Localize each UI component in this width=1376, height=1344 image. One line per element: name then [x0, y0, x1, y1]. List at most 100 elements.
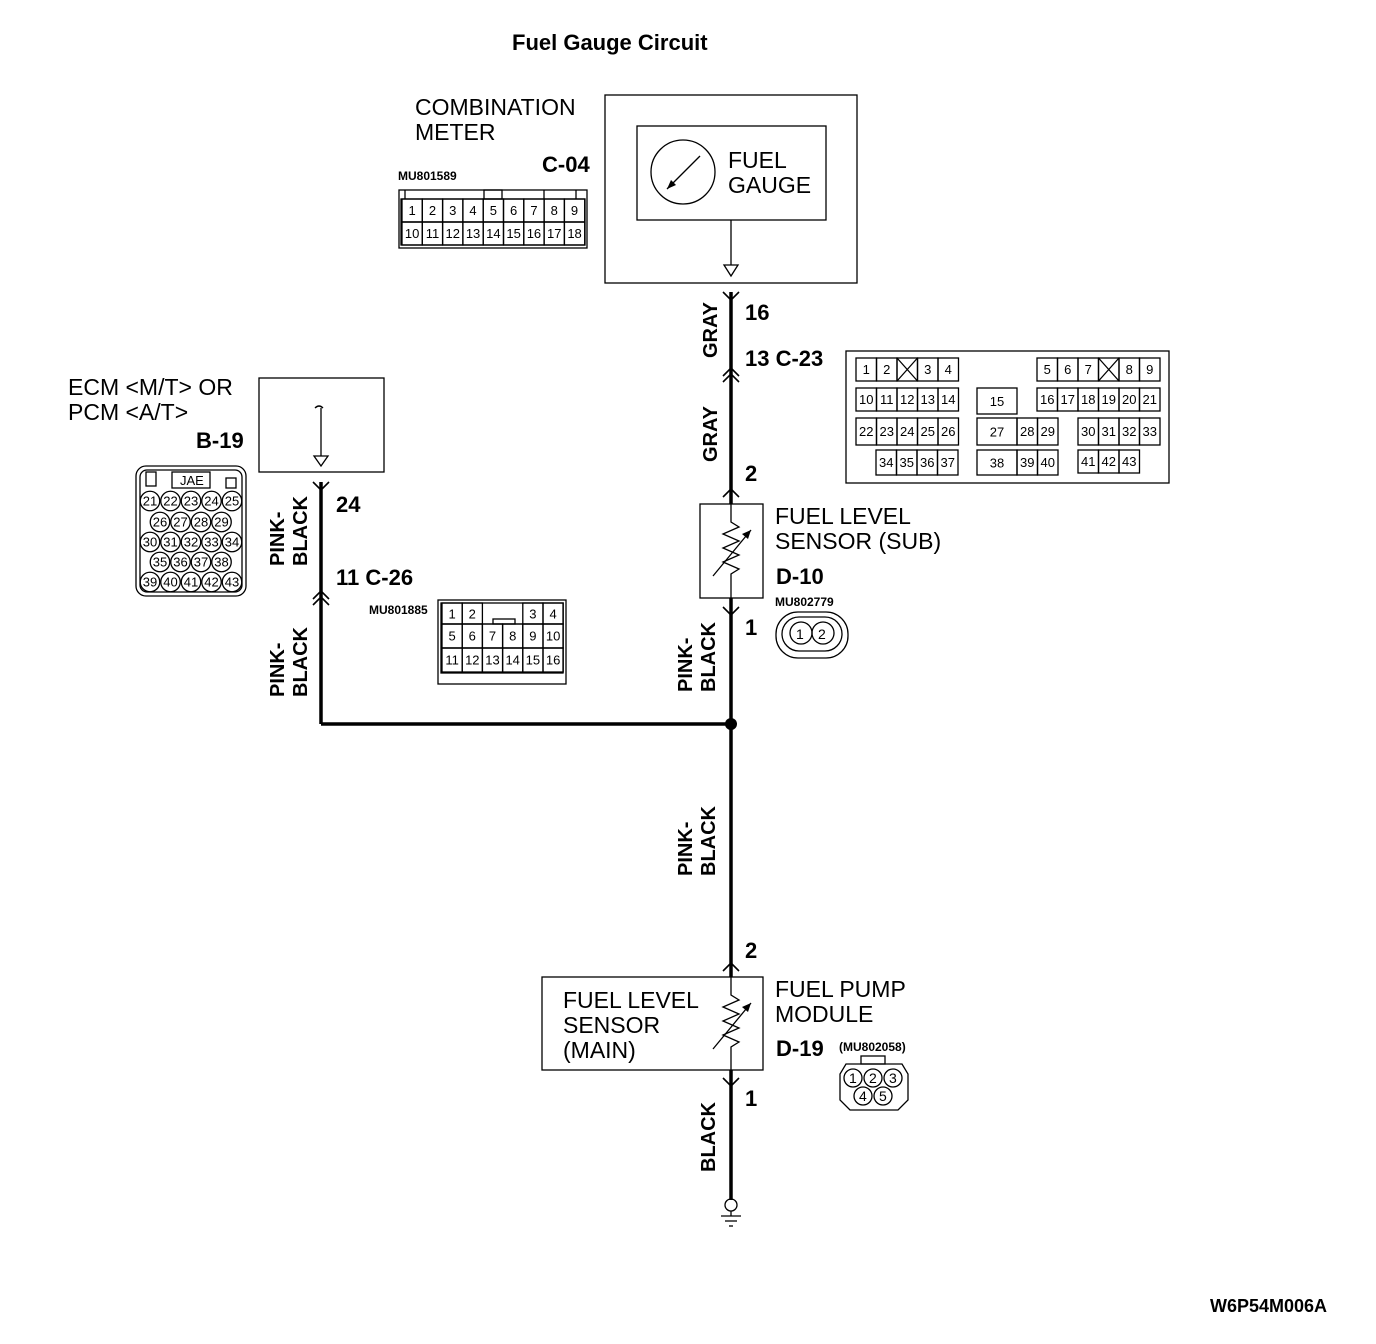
- b19-pin: 35: [153, 555, 167, 570]
- c23-cell: [937, 357, 960, 382]
- ecm-label: ECM <M/T> OR: [68, 374, 233, 400]
- c23-pin: 34: [879, 455, 893, 470]
- fuel-gauge-label: FUEL: [728, 147, 787, 173]
- ecm-box: [258, 377, 385, 473]
- c23-cell: [1036, 449, 1059, 476]
- b19-cell: [139, 571, 161, 593]
- b19-cell: [211, 551, 232, 573]
- connector-c23-label: 13 C-23: [745, 346, 823, 371]
- c23-pin: 42: [1102, 454, 1116, 469]
- b19-cell: [149, 551, 171, 573]
- connector-c04-id: C-04: [542, 152, 590, 177]
- c23-pin: 25: [921, 424, 935, 439]
- c23-pin: 2: [883, 362, 890, 377]
- b19-cell: [221, 490, 243, 512]
- c23-pin: 41: [1081, 454, 1095, 469]
- b19-pin: 40: [163, 575, 177, 590]
- c26-pin: 7: [489, 629, 496, 644]
- c23-pin: 16: [1040, 392, 1054, 407]
- wire-color-pink: PINK-: [675, 822, 697, 876]
- c26-pin: 9: [529, 629, 536, 644]
- combination-meter-label: COMBINATION: [415, 94, 576, 120]
- wire-pink-black-ecm: [319, 482, 737, 730]
- b19-cell: [190, 511, 212, 533]
- combination-meter-box: FUEL GAUGE: [604, 94, 858, 284]
- c04-pin: 3: [449, 203, 456, 218]
- wire-color-black-bottom: BLACK: [698, 1101, 720, 1172]
- fuel-level-sensor-sub: [699, 503, 764, 599]
- wire-color-pink-black-3: PINK- BLACK: [675, 621, 720, 692]
- sensor-main-label-3: (MAIN): [563, 1037, 636, 1063]
- jae-maker-label: JAE: [180, 473, 204, 488]
- b19-pin: 30: [143, 535, 157, 550]
- wire-color-pink-black-1: PINK- BLACK: [267, 495, 312, 566]
- wire-color-pink: PINK-: [267, 643, 289, 697]
- d19-pin-1: 1: [849, 1070, 857, 1086]
- part-number-mu802779: MU802779: [775, 595, 834, 609]
- c04-pin: 15: [506, 226, 520, 241]
- c04-pin: 14: [486, 226, 500, 241]
- b19-cell: [170, 551, 191, 573]
- combination-meter-label-2: METER: [415, 119, 496, 145]
- wire-color-pink-black-2: PINK- BLACK: [267, 626, 312, 697]
- pin-sub-top-label: 2: [745, 461, 757, 486]
- c04-pin: 10: [405, 226, 419, 241]
- ground-symbol-icon: [721, 1198, 741, 1227]
- c26-pin: 16: [546, 653, 560, 668]
- c23-pin: 6: [1064, 362, 1071, 377]
- b19-pin: 25: [225, 494, 239, 509]
- b19-cell: [139, 531, 161, 553]
- c04-pin: 8: [551, 203, 558, 218]
- wire-color-pink-black-4: PINK- BLACK: [675, 805, 720, 876]
- c23-pin: 1: [863, 362, 870, 377]
- c23-pin: 29: [1041, 424, 1055, 439]
- c04-pin: 12: [446, 226, 460, 241]
- c26-pin: 4: [549, 607, 556, 622]
- c23-cell: [1138, 387, 1161, 412]
- c23-pin: 33: [1143, 424, 1157, 439]
- b19-pin: 34: [225, 535, 239, 550]
- c23-cell: [1138, 417, 1161, 446]
- c23-pin: 36: [920, 455, 934, 470]
- c23-pin: 30: [1081, 424, 1095, 439]
- splice-point: [725, 718, 737, 730]
- c26-cell: [542, 647, 564, 673]
- c23-blank-cell: [1098, 357, 1120, 382]
- b19-pin: 29: [214, 515, 228, 530]
- b19-pin: 23: [184, 494, 198, 509]
- c26-pin: 14: [505, 653, 519, 668]
- pin-24-label: 24: [336, 492, 361, 517]
- diagram-title: Fuel Gauge Circuit: [512, 30, 708, 55]
- connector-d19-face: 1 2 3 4 5: [839, 1055, 909, 1111]
- b19-pin: 42: [204, 575, 218, 590]
- c23-pin: 11: [880, 392, 894, 407]
- pin-main-top-label: 2: [745, 938, 757, 963]
- wire-color-pink: PINK-: [267, 512, 289, 566]
- c23-pin: 35: [900, 455, 914, 470]
- c04-pin: 13: [466, 226, 480, 241]
- c23-pin: 19: [1102, 392, 1116, 407]
- c26-pin: 15: [526, 653, 540, 668]
- c23-pin: 27: [990, 425, 1004, 440]
- c23-cell: [936, 449, 959, 476]
- c26-pin: 3: [529, 607, 536, 622]
- c04-pin: 11: [426, 226, 440, 241]
- part-number-mu802058: (MU802058): [839, 1040, 906, 1054]
- c04-pin: 5: [490, 203, 497, 218]
- wire-color-gray-1: GRAY: [700, 301, 722, 358]
- c23-pin: 28: [1020, 424, 1034, 439]
- b19-cell: [160, 531, 181, 553]
- c04-pin: 16: [527, 226, 541, 241]
- c23-pin: 22: [859, 424, 873, 439]
- c04-pin: 1: [409, 203, 416, 218]
- c23-pin: 12: [900, 392, 914, 407]
- c23-pin: 39: [1020, 455, 1034, 470]
- c23-pin: 21: [1143, 392, 1157, 407]
- c26-pin: 8: [509, 629, 516, 644]
- c26-pin: 2: [469, 607, 476, 622]
- c04-pin: 9: [571, 203, 578, 218]
- b19-pin: 21: [143, 494, 157, 509]
